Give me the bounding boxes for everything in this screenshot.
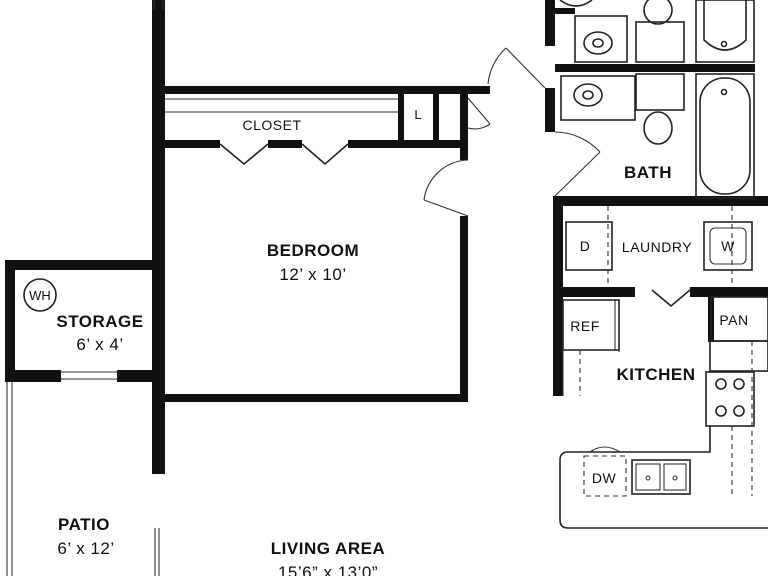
bath-label: BATH	[624, 163, 672, 182]
wall-storage-top	[5, 260, 165, 270]
living-area-size: 15’6” x 13’0”	[278, 563, 378, 576]
storage-label: STORAGE	[56, 312, 143, 331]
door-top-stub	[153, 0, 164, 10]
wall-closet-front-left	[165, 140, 220, 148]
patio-label: PATIO	[58, 515, 110, 534]
door-laundry-bifold	[651, 289, 691, 308]
door-linen	[467, 97, 491, 130]
door-closet-bifold-right	[301, 143, 349, 166]
dryer-label: D	[580, 238, 591, 254]
kitchen-fixtures	[559, 296, 768, 529]
toilet-tank-upper	[635, 21, 685, 63]
wall-laundry-top	[555, 196, 768, 206]
wall-bedroom-right-upper	[460, 94, 468, 160]
wall-storage-bottom-left	[5, 370, 61, 382]
dryer	[565, 221, 613, 271]
patio-size: 6’ x 12’	[57, 539, 114, 558]
bedroom-size: 12’ x 10’	[279, 265, 346, 284]
door-closet-bifold-left	[219, 143, 269, 166]
closet-rod	[165, 98, 398, 113]
toilet-upper-icon	[643, 0, 673, 25]
wall-bedroom-bottom	[152, 394, 468, 402]
wall-laundry-bottom-left	[563, 287, 635, 297]
wall-closet-front-mid	[268, 140, 302, 148]
wall-storage-left	[5, 260, 15, 382]
range	[705, 371, 755, 427]
wall-top-stub	[152, 0, 165, 14]
laundry-label: LAUNDRY	[622, 239, 692, 255]
linen-label: L	[414, 107, 421, 122]
labels: BEDROOM 12’ x 10’ CLOSET L WH STORAGE 6’…	[29, 107, 748, 576]
wall-laundry-left	[553, 196, 563, 396]
wall-bedroom-left	[152, 8, 165, 474]
laundry-fixtures	[565, 206, 753, 287]
washer-label: W	[721, 238, 735, 254]
wall-bath-left-upper	[545, 0, 555, 46]
toilet-lower-icon	[643, 111, 673, 145]
vanity-upper	[574, 15, 628, 63]
tub-lower	[695, 73, 755, 199]
toilet-tank-lower	[635, 73, 685, 111]
wall-laundry-bottom-right	[690, 287, 768, 297]
bath-fixtures	[559, 0, 755, 199]
storage-size: 6’ x 4’	[76, 335, 123, 354]
refrigerator-label: REF	[570, 318, 600, 334]
water-heater-label: WH	[29, 288, 51, 303]
vanity-lower	[560, 75, 636, 121]
burner-icon	[715, 378, 727, 390]
bath-upper-curve	[559, 0, 593, 7]
washer	[703, 221, 753, 271]
dishwasher	[583, 455, 627, 497]
kitchen-sink	[631, 459, 691, 495]
bedroom-label: BEDROOM	[267, 241, 359, 260]
closet-label: CLOSET	[242, 117, 301, 133]
wall-closet-top	[152, 86, 490, 94]
wall-storage-bottom-right	[117, 370, 165, 382]
door-bath-entry	[487, 47, 546, 89]
living-area-label: LIVING AREA	[271, 539, 385, 558]
wall-bath-left-mid	[545, 88, 555, 132]
water-heater-icon	[23, 278, 57, 312]
walls	[5, 0, 768, 474]
kitchen-counter	[559, 426, 768, 529]
wall-bath-top	[555, 8, 575, 14]
range-counter	[709, 340, 768, 372]
dishwasher-label: DW	[592, 470, 617, 486]
door-bath-lower	[554, 131, 601, 197]
door-bedroom	[423, 159, 469, 217]
wall-linen-right	[433, 94, 439, 140]
wall-closet-front-right	[348, 140, 468, 148]
wall-linen-left	[398, 94, 404, 140]
patio-boundary	[6, 382, 13, 576]
sink-upper-icon	[583, 31, 613, 55]
wall-bath-divider	[555, 64, 755, 72]
sink-lower-icon	[573, 83, 603, 107]
pantry-label: PAN	[719, 312, 748, 328]
kitchen-label: KITCHEN	[616, 365, 695, 384]
tub-upper	[695, 0, 755, 63]
wall-bedroom-right-lower	[460, 216, 468, 400]
doors	[61, 0, 691, 576]
